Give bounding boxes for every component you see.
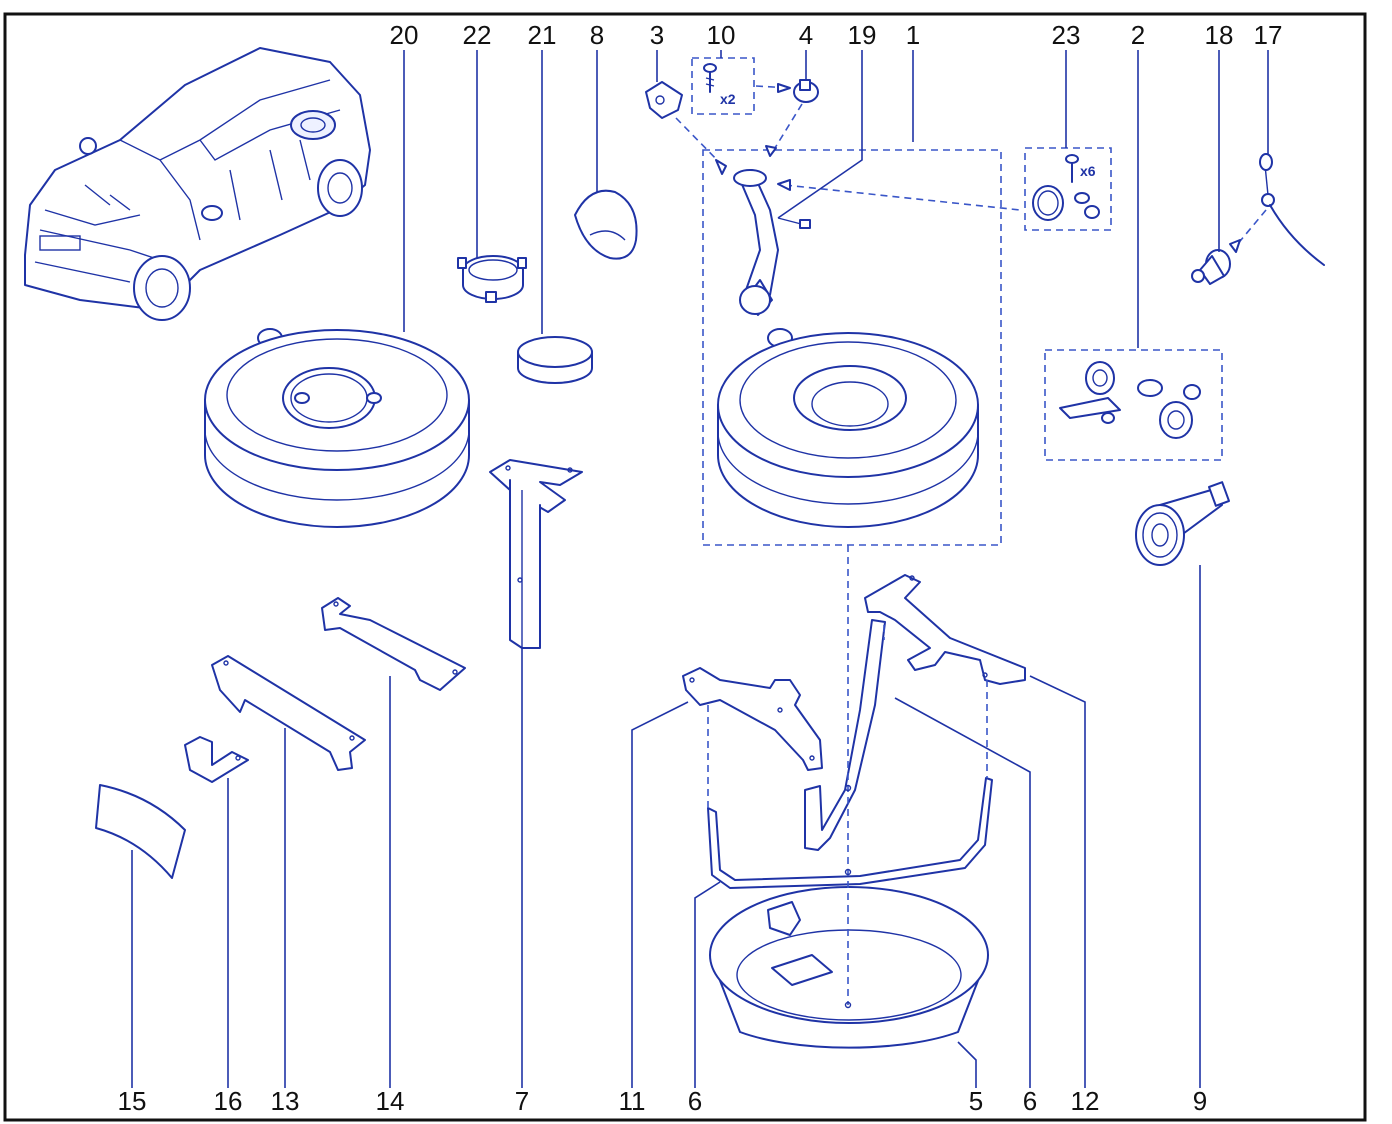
assembly-dashed-lines [675,83,1021,1009]
leader-lines [131,50,1269,1088]
part-3-clip [645,81,683,119]
part-18-fitting [1191,249,1231,285]
label-10: 10 [707,20,736,50]
part-12-bracket [864,574,1026,685]
part-15-curved-plate [95,784,186,879]
part-9-multivalve [1135,481,1230,566]
label-8: 8 [590,20,604,50]
part-19-filler-pipe [733,169,811,316]
label-16: 16 [214,1086,243,1116]
label-13: 13 [271,1086,300,1116]
part-6-strap-rear [804,619,886,851]
part-number-labels: 20 22 21 8 3 10 4 19 1 23 2 18 17 15 16 … [118,20,1283,1116]
label-6-front: 6 [688,1086,702,1116]
label-7: 7 [515,1086,529,1116]
label-23: 23 [1052,20,1081,50]
part-8-cover [574,189,638,260]
label-4: 4 [799,20,813,50]
label-2: 2 [1131,20,1145,50]
part-23-qty: x6 [1080,163,1096,179]
label-9: 9 [1193,1086,1207,1116]
label-5: 5 [969,1086,983,1116]
part-16-small-bracket [184,736,249,783]
part-5-tray [709,886,989,1049]
part-6-strap-front [707,777,993,889]
label-1: 1 [906,20,920,50]
part-7-vertical-bracket [489,459,583,649]
part-10-group-box [691,57,755,115]
label-21: 21 [528,20,557,50]
part-14-bracket [321,597,466,691]
label-14: 14 [376,1086,405,1116]
label-19: 19 [848,20,877,50]
part-21-cap [517,336,593,384]
label-6-rear: 6 [1023,1086,1037,1116]
part-10-qty: x2 [720,91,736,107]
part-23-group-box [1024,147,1112,231]
part-22-strap-clamp [457,255,527,303]
label-17: 17 [1254,20,1283,50]
part-2-valve-kit [1059,361,1201,439]
part-1-toroidal-tank [717,328,979,528]
part-13-bracket [211,655,366,771]
label-20: 20 [390,20,419,50]
label-12: 12 [1071,1086,1100,1116]
label-15: 15 [118,1086,147,1116]
label-22: 22 [463,20,492,50]
part-1-group-box [702,149,1002,546]
part-10-screw [703,63,717,93]
part-4-nut-clip [793,79,819,103]
car-illustration [24,47,371,321]
label-3: 3 [650,20,664,50]
label-18: 18 [1205,20,1234,50]
part-11-bracket [682,667,823,771]
part-2-group-box [1044,349,1223,461]
label-11: 11 [619,1086,646,1116]
part-20-toroidal-tank [204,328,470,528]
part-23-seal-kit [1032,154,1100,221]
part-17-cable [1229,153,1325,266]
